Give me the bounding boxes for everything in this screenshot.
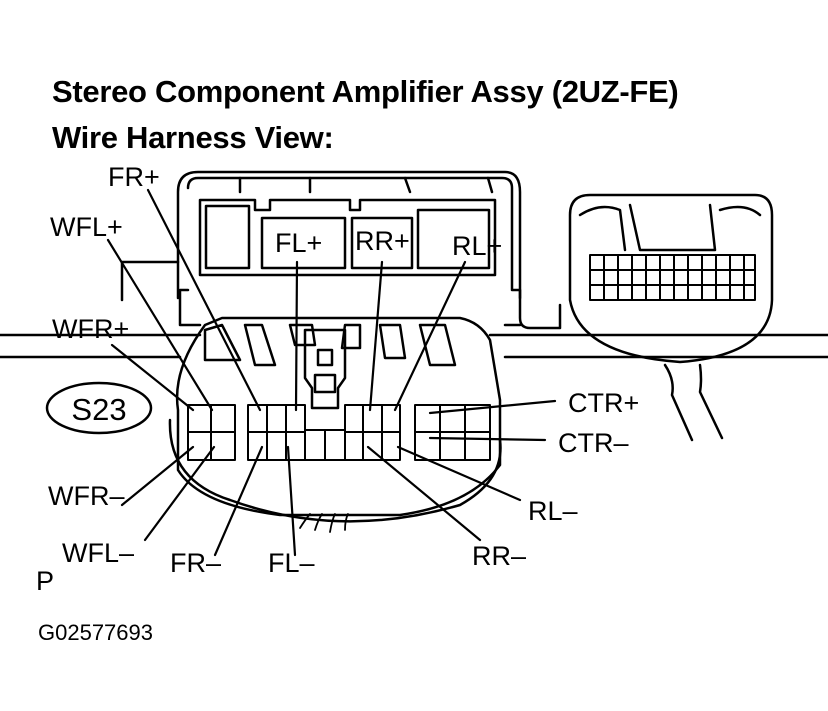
label-ctr-minus: CTR–: [558, 428, 629, 458]
connector-id-oval: [45, 381, 153, 435]
upper-cavity-inner: [204, 204, 491, 270]
label-fr-minus: FR–: [170, 548, 221, 578]
label-wfr-minus: WFR–: [48, 481, 125, 511]
label-wfl-plus: WFL+: [50, 212, 123, 242]
side-connector-grid: [589, 254, 756, 301]
side-connector-outline: [568, 193, 774, 364]
label-rr-plus: RR+: [355, 226, 410, 256]
label-fr-plus: FR+: [108, 162, 160, 192]
diagram-title: Stereo Component Amplifier Assy (2UZ-FE): [52, 74, 679, 109]
label-rl-minus: RL–: [528, 496, 578, 526]
side-cable: [663, 363, 724, 442]
upper-housing-tabs: [238, 176, 494, 194]
upper-cavity-outline: [198, 198, 497, 277]
connector-top-ridges: [203, 323, 457, 367]
connector-latch: [303, 328, 347, 410]
connector-body-curve: [168, 418, 502, 523]
label-ctr-plus: CTR+: [568, 388, 639, 418]
figure-code: G02577693: [38, 620, 153, 645]
wire-strands: [299, 513, 349, 533]
pin-grid: [187, 404, 491, 461]
upper-side-rail: [120, 260, 180, 302]
leader-lines: [106, 188, 557, 557]
upper-housing-shell: [176, 170, 522, 300]
diagram-subtitle: Wire Harness View:: [52, 120, 334, 155]
upper-housing-outline: [178, 176, 562, 330]
connector-id: S23: [71, 392, 126, 427]
label-wfl-minus: WFL–: [62, 538, 134, 568]
label-fl-plus: FL+: [275, 228, 322, 258]
marker-label: P: [36, 566, 54, 596]
label-rr-minus: RR–: [472, 541, 526, 571]
label-rl-plus: RL+: [452, 231, 502, 261]
label-fl-minus: FL–: [268, 548, 315, 578]
label-wfr-plus: WFR+: [52, 314, 129, 344]
side-connector-tabs: [578, 203, 762, 252]
connector-body-outline: [175, 316, 502, 517]
